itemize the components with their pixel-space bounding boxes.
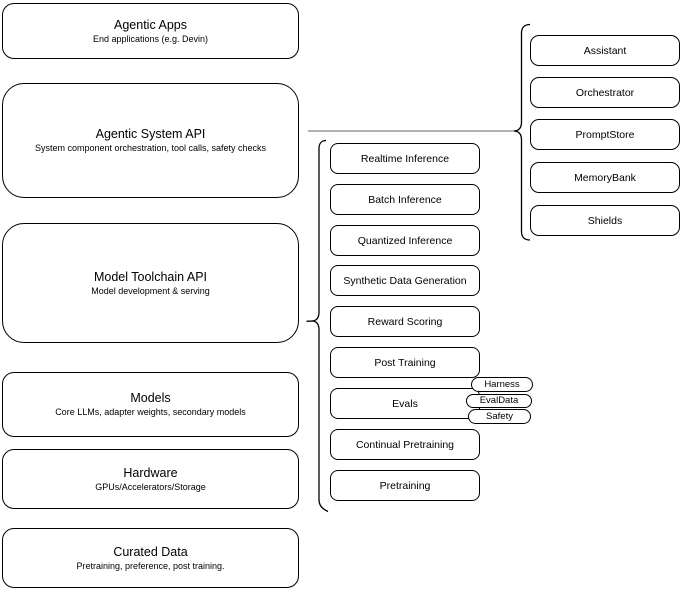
system-component-shields: Shields: [530, 205, 680, 236]
box-title: Models: [130, 391, 171, 405]
stack-box-models: Models Core LLMs, adapter weights, secon…: [2, 372, 299, 437]
system-component-orchestrator: Orchestrator: [530, 77, 680, 108]
box-subtitle: Core LLMs, adapter weights, secondary mo…: [55, 407, 246, 417]
system-component-assistant: Assistant: [530, 35, 680, 66]
toolchain-node-evals: Evals: [330, 388, 480, 419]
toolchain-brace-icon: [306, 139, 329, 513]
toolchain-node-realtime-inference: Realtime Inference: [330, 143, 480, 174]
box-subtitle: GPUs/Accelerators/Storage: [95, 481, 206, 492]
system-component-memorybank: MemoryBank: [530, 162, 680, 193]
stack-box-hardware: Hardware GPUs/Accelerators/Storage: [2, 449, 299, 509]
eval-badge-evaldata: EvalData: [466, 393, 532, 408]
box-title: Curated Data: [113, 544, 188, 559]
box-title: Agentic Apps: [114, 17, 187, 32]
stack-box-model-toolchain-api: Model Toolchain API Model development & …: [2, 223, 299, 343]
box-title: Model Toolchain API: [93, 269, 208, 284]
box-subtitle: Model development & serving: [91, 285, 210, 296]
box-subtitle: End applications (e.g. Devin): [92, 33, 209, 44]
box-subtitle: Pretraining, preference, post training.: [76, 560, 225, 571]
system-components-brace-icon: [513, 23, 531, 241]
stack-box-curated-data: Curated Data Pretraining, preference, po…: [2, 528, 299, 588]
toolchain-node-pretraining: Pretraining: [330, 470, 480, 501]
box-title: Agentic System API: [95, 127, 206, 141]
toolchain-node-post-training: Post Training: [330, 347, 480, 378]
box-title: Hardware: [123, 465, 178, 480]
toolchain-node-quantized-inference: Quantized Inference: [330, 225, 480, 256]
toolchain-node-batch-inference: Batch Inference: [330, 184, 480, 215]
toolchain-node-reward-scoring: Reward Scoring: [330, 306, 480, 337]
stack-box-agentic-apps: Agentic Apps End applications (e.g. Devi…: [2, 3, 299, 59]
toolchain-node-synthetic-data-generation: Synthetic Data Generation: [330, 265, 480, 296]
system-component-promptstore: PromptStore: [530, 119, 680, 150]
box-subtitle: System component orchestration, tool cal…: [34, 143, 267, 153]
toolchain-node-continual-pretraining: Continual Pretraining: [330, 429, 480, 460]
eval-badge-safety: Safety: [468, 409, 531, 424]
eval-badge-harness: Harness: [471, 377, 533, 392]
stack-box-agentic-system-api: Agentic System API System component orch…: [2, 83, 299, 198]
